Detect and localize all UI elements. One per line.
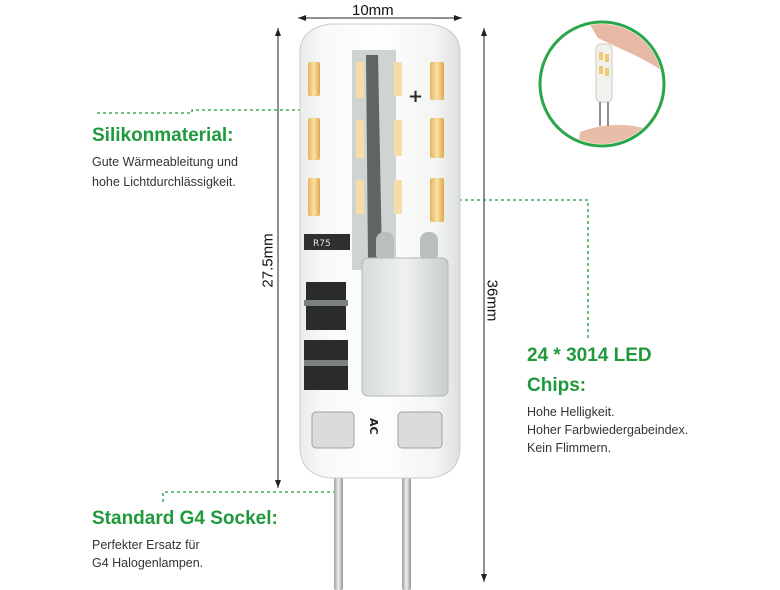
led-chip	[356, 120, 364, 158]
led-feature-title-line-1: 24 * 3014 LED	[527, 345, 652, 366]
led-chip	[394, 180, 402, 214]
width-arrow-left	[298, 15, 306, 21]
g4-led-bulb-illustration: + R75 AC	[299, 23, 461, 590]
led-chip	[430, 118, 444, 158]
ic-pins	[304, 360, 348, 366]
ic-pins	[304, 300, 348, 306]
pin-left	[334, 465, 343, 590]
total-height-arrow-bottom	[481, 574, 487, 582]
led-chip	[308, 118, 320, 160]
base-terminal-right	[397, 411, 443, 449]
rectifier-module	[361, 257, 449, 397]
led-chip	[394, 62, 402, 96]
silicone-feature-line-1: Gute Wärmeableitung und	[92, 155, 238, 169]
silicone-feature-title: Silikonmaterial:	[92, 125, 234, 146]
socket-feature-title: Standard G4 Sockel:	[92, 508, 278, 529]
total-height-arrow-top	[481, 28, 487, 36]
led-chip	[430, 62, 444, 100]
silicone-feature-line-2: hohe Lichtdurchlässigkeit.	[92, 175, 236, 189]
led-feature-title-line-2: Chips:	[527, 375, 587, 396]
inset-scale-photo	[538, 20, 666, 148]
capacitor-top-right	[420, 232, 438, 262]
resistor-label: R75	[313, 239, 331, 249]
led-chip	[394, 120, 402, 156]
led-chip	[356, 62, 364, 98]
silicone-callout-line	[97, 109, 312, 114]
ac-marking: AC	[367, 418, 380, 435]
pcb-center-bar	[366, 55, 382, 260]
socket-callout-line	[162, 491, 338, 502]
led-feature-line-1: Hohe Helligkeit.	[527, 405, 615, 419]
finger-top	[576, 24, 662, 72]
base-terminal-left	[311, 411, 355, 449]
total-height-dimension-label: 36mm	[483, 279, 501, 322]
plus-marking: +	[408, 86, 423, 107]
led-feature-line-3: Kein Flimmern.	[527, 441, 612, 455]
led-feature-line-2: Hoher Farbwiedergabeindex.	[527, 423, 689, 437]
pin-right	[402, 465, 411, 590]
mini-bulb	[595, 43, 613, 103]
led-callout-line	[435, 199, 589, 340]
led-chip	[308, 62, 320, 96]
socket-feature-line-2: G4 Halogenlampen.	[92, 556, 204, 570]
body-height-dimension-label: 27.5mm	[259, 233, 277, 288]
capacitor-top-left	[376, 232, 394, 262]
led-chip	[356, 180, 364, 214]
width-arrow-right	[454, 15, 462, 21]
led-chip	[430, 178, 444, 222]
socket-feature-line-1: Perfekter Ersatz für	[92, 538, 200, 552]
led-chip	[308, 178, 320, 216]
body-height-arrow-bottom	[275, 480, 281, 488]
resistor	[304, 234, 350, 250]
body-height-arrow-top	[275, 28, 281, 36]
width-dimension-label: 10mm	[352, 2, 394, 19]
